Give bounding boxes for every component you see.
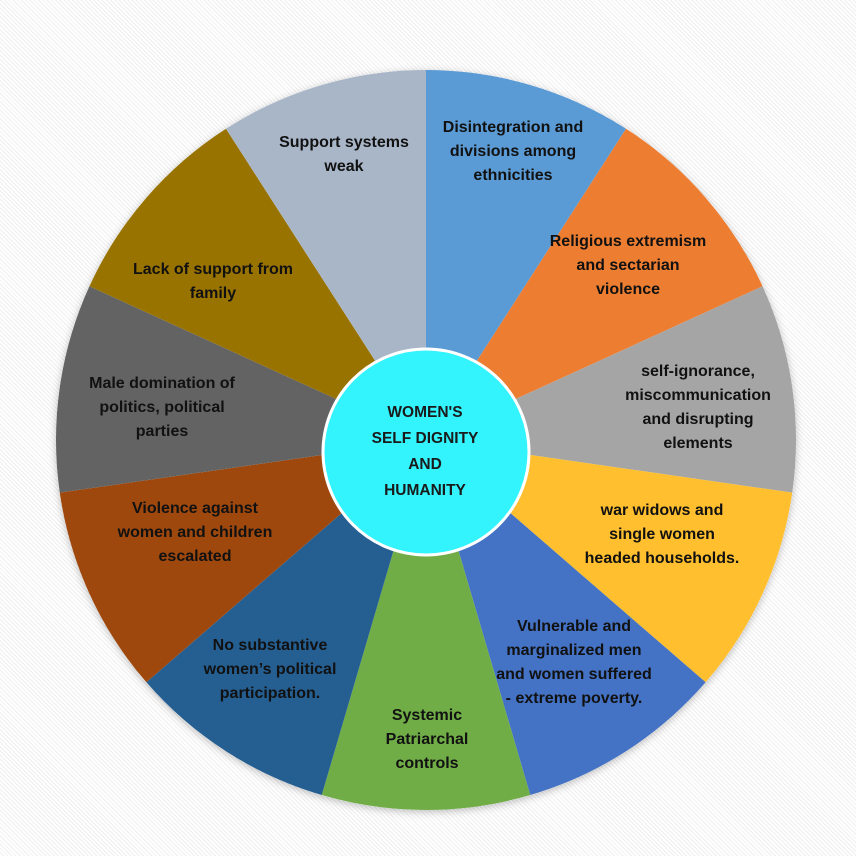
label-line: headed households. <box>584 550 740 567</box>
label-line: escalated <box>158 548 232 565</box>
label-line: Vulnerable and <box>516 618 632 635</box>
segment-label: Religious extremism and sectarian violence <box>550 230 707 302</box>
label-line: family <box>189 285 237 302</box>
label-line: - extreme poverty. <box>505 690 643 707</box>
segment-label: Violence against women and children escala… <box>118 497 273 569</box>
label-line: women and children <box>117 524 273 541</box>
label-line: Religious extremism <box>549 233 707 250</box>
wheel-segment <box>89 128 427 440</box>
label-line: Support systems <box>279 134 409 151</box>
label-line: politics, political <box>99 399 225 416</box>
label-line: weak <box>324 158 364 175</box>
segment-label: Disintegration and divisions among ethnici… <box>443 116 583 188</box>
center-label: WOMEN'S SELF DIGNITY AND HUMANITY <box>372 400 479 504</box>
label-line: self-ignorance, <box>641 363 755 380</box>
label-line: war widows and <box>600 502 724 519</box>
label-line: parties <box>135 423 189 440</box>
segment-label: Male domination of politics, political par… <box>89 372 235 444</box>
label-line: WOMEN'S <box>387 404 463 421</box>
label-line: and sectarian <box>576 257 680 274</box>
label-line: divisions among <box>449 143 577 160</box>
label-line: violence <box>595 281 661 298</box>
label-line: Lack of support from <box>132 261 294 278</box>
wheel-segment <box>426 128 763 440</box>
wheel-segment <box>426 70 627 440</box>
label-line: Systemic <box>391 707 463 724</box>
label-line: women’s political <box>203 661 337 678</box>
wheel-segment <box>321 440 531 810</box>
label-line: Patriarchal <box>385 731 469 748</box>
label-line: HUMANITY <box>384 482 466 499</box>
segment-label: Support systems weak <box>279 131 409 179</box>
label-line: and women suffered <box>496 666 652 683</box>
label-line: ethnicities <box>473 167 553 184</box>
label-line: single women <box>609 526 715 543</box>
wheel-segment <box>225 70 426 440</box>
label-line: AND <box>408 456 442 473</box>
label-line: No substantive <box>212 637 328 654</box>
label-line: marginalized men <box>506 642 642 659</box>
label-line: Disintegration and <box>442 119 584 136</box>
segment-label: Lack of support from family <box>133 258 293 306</box>
label-line: Violence against <box>132 500 258 517</box>
label-line: elements <box>663 435 733 452</box>
label-line: controls <box>395 755 459 772</box>
segment-label: Vulnerable and marginalized men and women … <box>496 615 652 711</box>
segment-label: No substantive women’s political participa… <box>204 634 337 706</box>
segment-label: war widows and single women headed househo… <box>585 499 740 571</box>
label-line: participation. <box>219 685 321 702</box>
label-line: and disrupting <box>642 411 754 428</box>
label-line: miscommunication <box>625 387 771 404</box>
segment-label: self-ignorance, miscommunication and disru… <box>625 360 771 456</box>
label-line: Male domination of <box>89 375 235 392</box>
center-circle <box>321 347 531 557</box>
label-line: SELF DIGNITY <box>371 430 479 447</box>
